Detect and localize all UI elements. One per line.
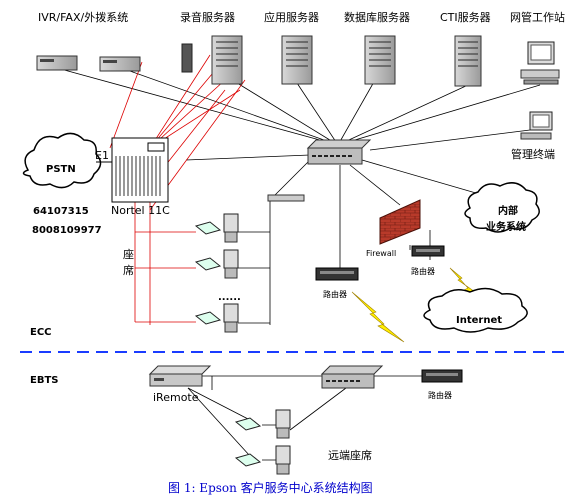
database-server [364, 35, 396, 85]
remote-agents-label: 远端座席 [328, 448, 372, 462]
cti-server-label: CTI服务器 [440, 11, 491, 24]
database-server-label: 数据库服务器 [344, 10, 410, 24]
ivr-label: IVR/FAX/外拨系统 [38, 10, 128, 24]
agent-voice-links [109, 54, 246, 325]
agents-label-2: 席 [123, 263, 134, 277]
pstn-number-1: 64107315 [33, 206, 89, 217]
figure-caption: 图 1: Epson 客户服务中心系统结构图 [168, 480, 373, 495]
router-mid-label: 路由器 [323, 289, 347, 299]
agent-station [194, 303, 239, 333]
internet-label: Internet [456, 315, 502, 326]
router-remote [421, 369, 463, 383]
router-top [411, 245, 445, 257]
agents-dots: ...... [218, 292, 241, 303]
remote-agent-station [234, 445, 291, 475]
agent-station [194, 249, 239, 279]
core-switch [306, 139, 372, 165]
application-server-label: 应用服务器 [264, 10, 319, 24]
router-mid [315, 267, 359, 281]
agent-hub [267, 194, 305, 202]
agents-label-1: 座 [123, 247, 134, 261]
ivr-system [36, 55, 141, 72]
management-terminal-label: 管理终端 [511, 147, 555, 161]
nm-workstation [520, 41, 560, 85]
router-remote-label: 路由器 [428, 390, 452, 400]
remote-agent-station [234, 409, 291, 439]
application-server [281, 35, 313, 85]
router-top-label: 路由器 [411, 266, 435, 276]
remote-switch [320, 365, 384, 389]
internal-system-label-1: 内部 [498, 204, 518, 217]
nm-workstation-label: 网管工作站 [510, 10, 565, 24]
pstn-cloud [22, 132, 102, 189]
internet-cloud [423, 287, 528, 333]
ebts-zone-label: EBTS [30, 375, 58, 386]
pstn-number-2: 8008109977 [32, 225, 102, 236]
e1-label: E1 [95, 149, 109, 162]
iremote-label: iRemote [153, 391, 199, 404]
nortel-pbx [111, 137, 169, 203]
internal-system-cloud [464, 182, 540, 233]
ecc-zone-label: ECC [30, 327, 52, 338]
network-links [56, 67, 541, 461]
pstn-label: PSTN [46, 164, 76, 175]
recording-server-label: 录音服务器 [180, 10, 235, 24]
firewall [379, 199, 421, 245]
pbx-label: Nortel 11C [111, 204, 170, 217]
firewall-label: Firewall [366, 249, 396, 258]
cti-server [454, 35, 482, 87]
agent-station [194, 213, 239, 243]
internal-system-label-2: 业务系统 [486, 220, 526, 233]
management-terminal [520, 111, 553, 140]
recording-server [181, 35, 243, 85]
iremote-device [148, 365, 212, 387]
wan-link-remote [351, 291, 405, 343]
